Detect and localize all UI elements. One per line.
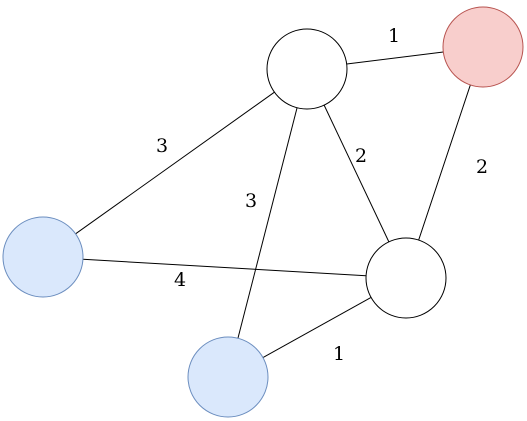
edge-weight-top-left: 3 <box>156 135 168 157</box>
edge-weight-red-right: 2 <box>476 156 488 178</box>
edge-weight-top-bottom: 3 <box>245 190 257 212</box>
edge-top-bottom <box>237 107 298 339</box>
edges-layer <box>75 51 471 358</box>
edge-weight-left-right: 4 <box>174 269 186 291</box>
edge-red-right <box>418 84 471 241</box>
edge-weight-bottom-right: 1 <box>333 343 345 365</box>
node-top <box>266 28 348 110</box>
nodes-layer <box>2 6 524 418</box>
edge-top-red <box>346 51 444 65</box>
node-red <box>442 6 524 88</box>
edge-bottom-right <box>262 297 372 358</box>
node-bottom <box>187 336 269 418</box>
edge-weight-top-right: 2 <box>355 145 367 167</box>
edge-weight-top-red: 1 <box>388 25 400 47</box>
edge-labels-layer: 1 3 2 3 2 4 1 <box>156 25 488 365</box>
edge-left-right <box>82 258 367 277</box>
node-left <box>2 216 84 298</box>
edge-top-left <box>75 91 275 235</box>
node-right <box>365 237 447 319</box>
edge-top-right <box>323 104 390 243</box>
